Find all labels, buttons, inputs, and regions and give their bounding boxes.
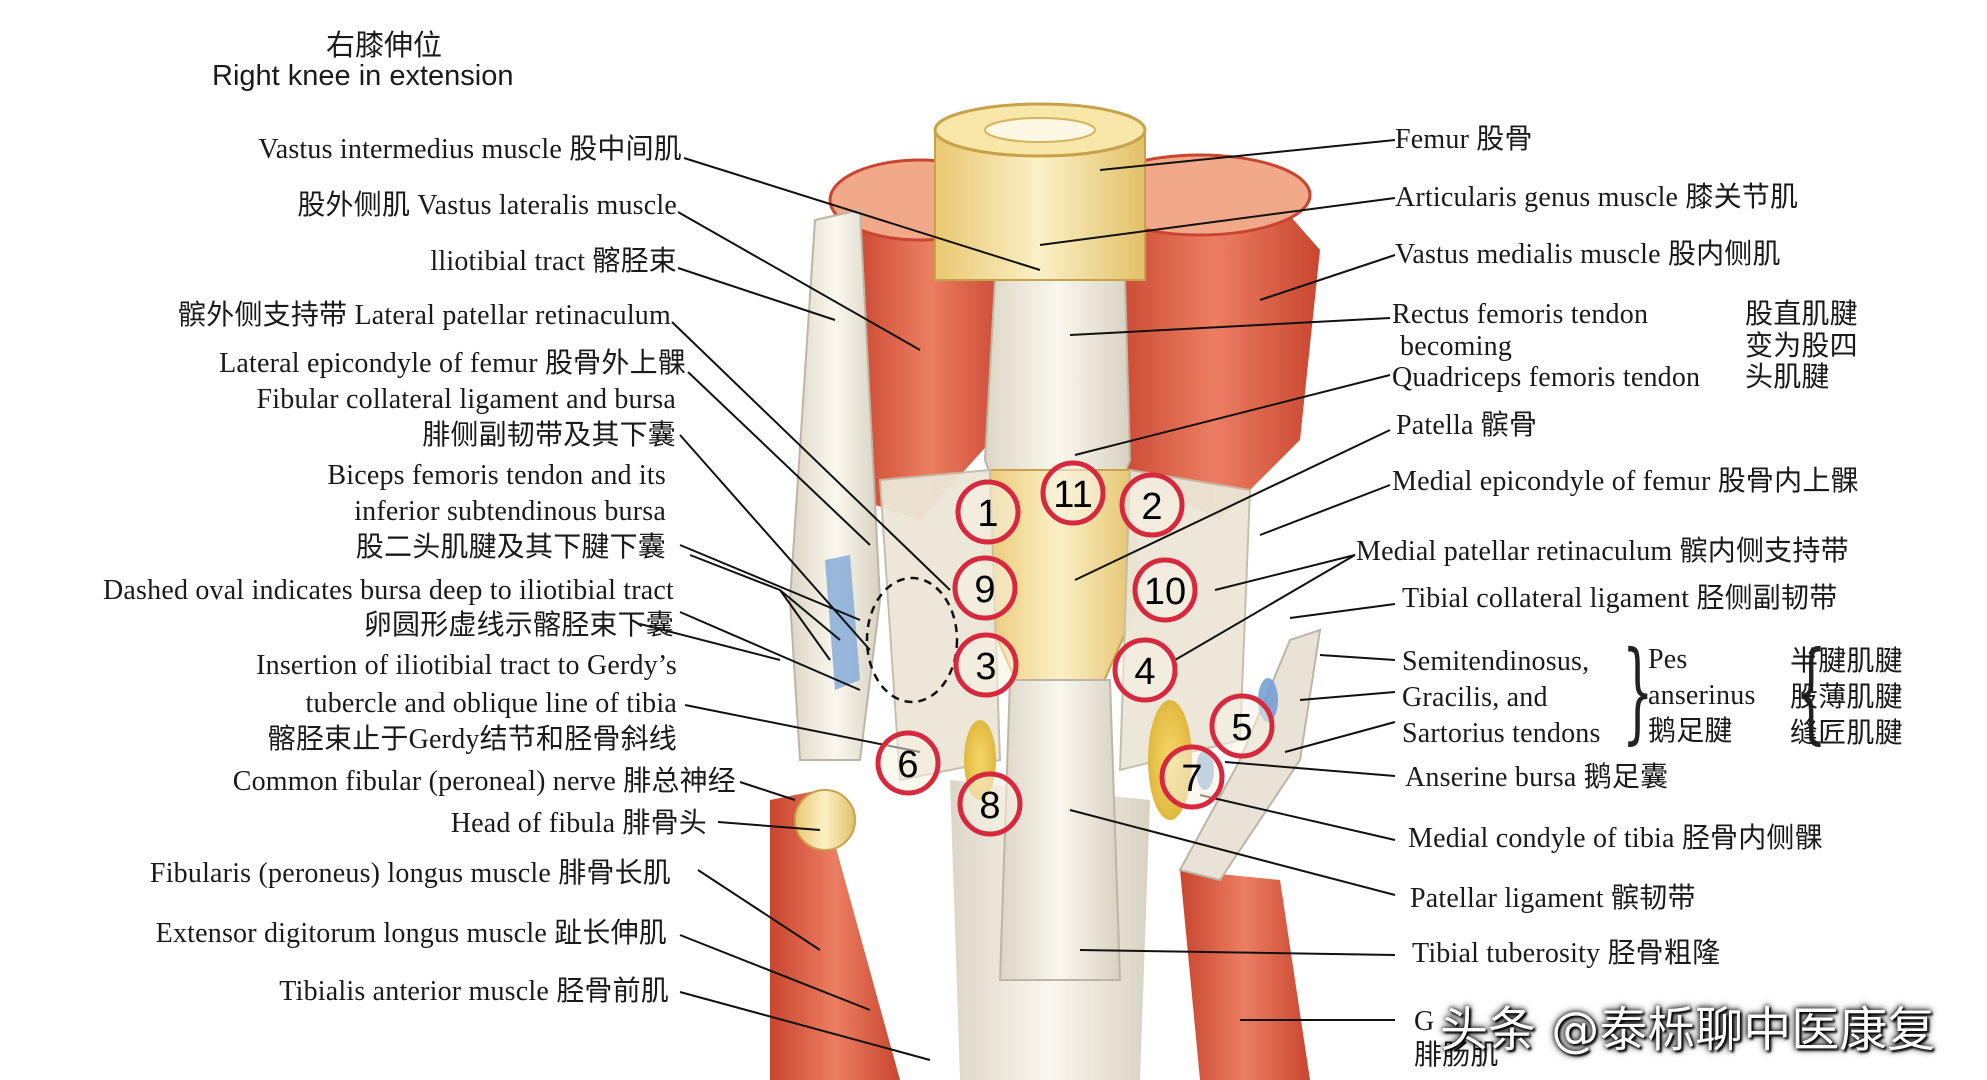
- title-chinese: 右膝伸位: [326, 30, 443, 62]
- label-medial-condyle-tibia: Medial condyle of tibia 胫骨内侧髁: [1408, 823, 1823, 854]
- marker-6: 6: [875, 730, 941, 796]
- label-articularis-genus: Articularis genus muscle 膝关节肌: [1395, 182, 1799, 213]
- svg-text:1: 1: [977, 493, 998, 535]
- svg-text:11: 11: [1053, 474, 1092, 516]
- svg-text:7: 7: [1181, 758, 1202, 800]
- brace-pes-left: }: [1622, 627, 1654, 755]
- iliotibial-band: [788, 208, 882, 761]
- marker-2: 2: [1119, 472, 1185, 538]
- marker-9: 9: [952, 555, 1018, 621]
- marker-11: 11: [1040, 460, 1106, 526]
- label-semitendinosus: Semitendinosus,: [1402, 646, 1590, 677]
- label-gastrocnemius-partial: G: [1414, 1006, 1435, 1037]
- svg-text:9: 9: [974, 569, 995, 611]
- marker-3: 3: [953, 632, 1019, 698]
- label-extensor-digitorum-longus: Extensor digitorum longus muscle 趾长伸肌: [155, 918, 667, 949]
- svg-text:6: 6: [897, 744, 918, 786]
- label-becoming: becoming: [1400, 331, 1513, 362]
- title-english: Right knee in extension: [212, 60, 514, 92]
- marker-8: 8: [957, 771, 1023, 837]
- label-anserine-bursa: Anserine bursa 鹅足囊: [1405, 762, 1669, 793]
- label-quadriceps-femoris-tendon: Quadriceps femoris tendon: [1392, 362, 1701, 393]
- label-biceps-femoris-bursa: inferior subtendinous bursa: [354, 496, 666, 527]
- svg-text:2: 2: [1141, 486, 1162, 528]
- label-patella: Patella 髌骨: [1396, 410, 1538, 441]
- label-femur: Femur 股骨: [1395, 124, 1533, 155]
- leader-lines: [639, 139, 1396, 1061]
- label-semitendinosus-cn: 半腱肌腱: [1790, 646, 1903, 677]
- label-iliotibial-insertion-cn: 髂胫束止于Gerdy结节和胫骨斜线: [267, 724, 677, 755]
- label-pes-anserinus-cn: 鹅足腱: [1648, 716, 1733, 747]
- label-common-fibular-nerve: Common fibular (peroneal) nerve 腓总神经: [232, 766, 736, 797]
- svg-text:8: 8: [979, 785, 1000, 827]
- label-dashed-oval-bursa-cn: 卵圆形虚线示髂胫束下囊: [363, 610, 674, 641]
- marker-4: 4: [1112, 637, 1178, 703]
- iliotibial-bursa-dashed-oval: [865, 576, 959, 704]
- label-medial-epicondyle: Medial epicondyle of femur 股骨内上髁: [1392, 466, 1859, 497]
- label-anserinus: anserinus: [1648, 680, 1756, 711]
- label-rectus-cn-1: 股直肌腱: [1745, 299, 1858, 330]
- label-rectus-cn-2: 变为股四: [1745, 331, 1858, 362]
- label-biceps-femoris-tendon: Biceps femoris tendon and its: [327, 460, 666, 491]
- label-fibular-collateral-ligament: Fibular collateral ligament and bursa: [256, 384, 676, 415]
- lower-leg-medial-muscles: [1180, 870, 1310, 1080]
- lower-leg-lateral-muscles: [770, 790, 900, 1080]
- femur-marrow: [984, 117, 1096, 143]
- svg-text:5: 5: [1231, 707, 1252, 749]
- label-iliotibial-tract: lliotibial tract 髂胫束: [430, 246, 677, 277]
- label-medial-patellar-retinaculum: Medial patellar retinaculum 髌内侧支持带: [1356, 536, 1849, 567]
- label-lateral-epicondyle: Lateral epicondyle of femur 股骨外上髁: [219, 348, 686, 379]
- label-lateral-patellar-retinaculum: 髌外侧支持带 Lateral patellar retinaculum: [178, 300, 671, 331]
- svg-text:3: 3: [975, 646, 996, 688]
- label-vastus-intermedius: Vastus intermedius muscle 股中间肌: [258, 134, 682, 165]
- watermark-text: 头条 @泰栎聊中医康复: [1440, 1002, 1936, 1058]
- label-dashed-oval-bursa: Dashed oval indicates bursa deep to ilio…: [102, 575, 674, 606]
- fibular-head: [794, 789, 856, 851]
- label-sartorius-cn: 缝匠肌腱: [1790, 718, 1903, 749]
- marker-7: 7: [1159, 744, 1225, 810]
- label-vastus-lateralis: 股外侧肌 Vastus lateralis muscle: [297, 190, 677, 221]
- label-tibialis-anterior: Tibialis anterior muscle 胫骨前肌: [279, 976, 669, 1007]
- patellar-ligament: [998, 679, 1122, 981]
- label-sartorius: Sartorius tendons: [1402, 718, 1601, 749]
- label-tibial-tuberosity: Tibial tuberosity 胫骨粗隆: [1412, 938, 1721, 969]
- label-rectus-cn-3: 头肌腱: [1745, 362, 1830, 393]
- label-fibularis-longus: Fibularis (peroneus) longus muscle 腓骨长肌: [149, 858, 671, 889]
- label-iliotibial-insertion: Insertion of iliotibial tract to Gerdy’s: [256, 650, 677, 681]
- marker-5: 5: [1209, 693, 1275, 759]
- svg-text:10: 10: [1144, 571, 1186, 613]
- label-gerdy-tubercle: tubercle and oblique line of tibia: [305, 688, 677, 719]
- label-tibial-collateral-ligament: Tibial collateral ligament 胫侧副韧带: [1402, 583, 1838, 614]
- label-gracilis-cn: 股薄肌腱: [1790, 682, 1903, 713]
- label-gracilis: Gracilis, and: [1402, 682, 1548, 713]
- label-biceps-femoris-cn: 股二头肌腱及其下腱下囊: [355, 532, 666, 563]
- marker-1: 1: [955, 479, 1021, 545]
- label-head-of-fibula: Head of fibula 腓骨头: [450, 808, 707, 839]
- label-fibular-collateral-ligament-cn: 腓侧副韧带及其下囊: [422, 420, 676, 451]
- label-vastus-medialis: Vastus medialis muscle 股内侧肌: [1395, 239, 1781, 270]
- label-pes: Pes: [1648, 644, 1688, 675]
- label-gastrocnemius-cn: 腓肠肌: [1414, 1040, 1499, 1071]
- marker-10: 10: [1132, 557, 1198, 623]
- svg-text:4: 4: [1134, 651, 1155, 693]
- label-rectus-femoris-tendon: Rectus femoris tendon: [1392, 299, 1649, 330]
- lateral-bursa-blue: [825, 555, 860, 690]
- label-patellar-ligament: Patellar ligament 髌韧带: [1410, 883, 1696, 914]
- numbered-markers: 1 2 3 4 5 6 7 8 9 10 11: [875, 460, 1275, 837]
